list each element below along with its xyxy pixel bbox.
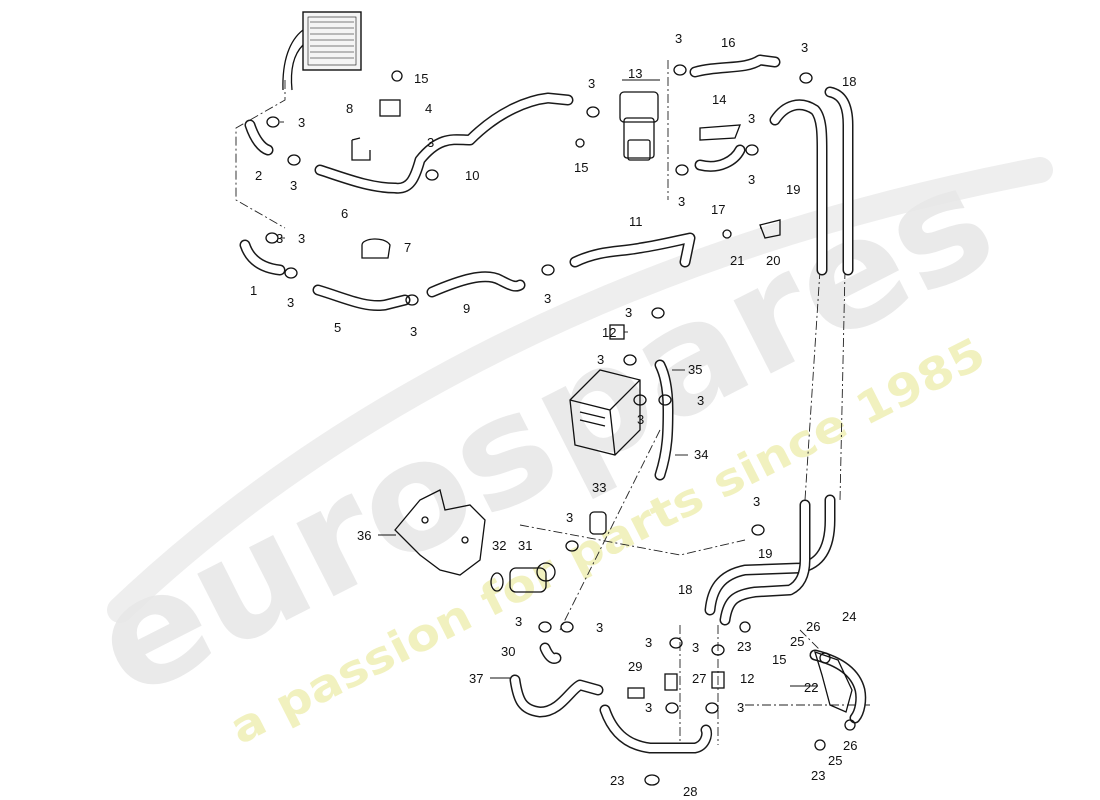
clamps [265, 64, 856, 786]
callout-3: 3 [675, 31, 682, 46]
auxiliary-heater [569, 369, 641, 456]
assembly-line [559, 429, 661, 631]
callout-3: 3 [427, 135, 434, 150]
callout-3: 3 [287, 295, 294, 310]
callout-3: 3 [596, 620, 603, 635]
assembly-line [839, 269, 846, 501]
callout-26: 26 [806, 619, 820, 634]
assembly-line [804, 269, 821, 501]
assembly-line [519, 524, 746, 556]
callout-4: 4 [425, 101, 432, 116]
callout-8: 8 [346, 101, 353, 116]
callout-35: 35 [688, 362, 702, 377]
assembly-lines [235, 60, 870, 745]
leader-lines [280, 79, 818, 687]
callout-3: 3 [697, 393, 704, 408]
callout-17: 17 [711, 202, 725, 217]
valve-13 [619, 91, 659, 161]
callout-3: 3 [678, 194, 685, 209]
callout-3: 3 [637, 412, 644, 427]
callout-3: 3 [645, 700, 652, 715]
callout-29: 29 [628, 659, 642, 674]
callout-13: 13 [628, 66, 642, 81]
callout-9: 9 [463, 301, 470, 316]
callout-27: 27 [692, 671, 706, 686]
callout-18: 18 [842, 74, 856, 89]
callout-20: 20 [766, 253, 780, 268]
callout-30: 30 [501, 644, 515, 659]
callout-12: 12 [602, 325, 616, 340]
callout-28: 28 [683, 784, 697, 799]
callout-3: 3 [298, 115, 305, 130]
callout-3: 3 [410, 324, 417, 339]
callout-34: 34 [694, 447, 708, 462]
callout-3: 3 [801, 40, 808, 55]
callout-12: 12 [740, 671, 754, 686]
assembly-line [799, 629, 821, 651]
assembly-line [235, 80, 286, 229]
callout-3: 3 [597, 352, 604, 367]
callout-3: 3 [515, 614, 522, 629]
callout-23: 23 [610, 773, 624, 788]
callout-18: 18 [678, 582, 692, 597]
watermark-swoosh [107, 157, 1053, 623]
callout-15: 15 [414, 71, 428, 86]
callout-3: 3 [290, 178, 297, 193]
callout-15: 15 [772, 652, 786, 667]
callout-7: 7 [404, 240, 411, 255]
callout-36: 36 [357, 528, 371, 543]
callout-22: 22 [804, 680, 818, 695]
callout-16: 16 [721, 35, 735, 50]
callout-3: 3 [737, 700, 744, 715]
heater-core [282, 11, 362, 91]
callout-3: 3 [692, 640, 699, 655]
callout-10: 10 [465, 168, 479, 183]
callout-1: 1 [250, 283, 257, 298]
callout-2: 2 [255, 168, 262, 183]
callout-25: 25 [790, 634, 804, 649]
callout-19: 19 [758, 546, 772, 561]
callout-32: 32 [492, 538, 506, 553]
hoses [239, 54, 867, 754]
callout-15: 15 [574, 160, 588, 175]
callout-3: 3 [748, 111, 755, 126]
callout-21: 21 [730, 253, 744, 268]
callout-25: 25 [828, 753, 842, 768]
callout-31: 31 [518, 538, 532, 553]
callout-3: 3 [588, 76, 595, 91]
pump-31 [490, 511, 607, 593]
callout-24: 24 [842, 609, 856, 624]
bracket-36 [394, 489, 486, 576]
callout-3: 3 [645, 635, 652, 650]
valve-22 [814, 650, 853, 713]
callout-3: 3 [625, 305, 632, 320]
callout-19: 19 [786, 182, 800, 197]
callout-11: 11 [629, 214, 643, 229]
callout-14: 14 [712, 92, 726, 107]
callout-33: 33 [592, 480, 606, 495]
callout-37: 37 [469, 671, 483, 686]
callout-5: 5 [334, 320, 341, 335]
callout-3: 3 [276, 231, 283, 246]
callout-3: 3 [566, 510, 573, 525]
callout-23: 23 [811, 768, 825, 783]
callout-6: 6 [341, 206, 348, 221]
callout-3: 3 [544, 291, 551, 306]
callout-3: 3 [298, 231, 305, 246]
callout-26: 26 [843, 738, 857, 753]
callout-labels: 1 2 3 3 3 3 3 3 3 3 3 3 3 3 3 3 3 3 3 3 … [250, 31, 857, 799]
callout-3: 3 [753, 494, 760, 509]
callout-3: 3 [748, 172, 755, 187]
callout-23: 23 [737, 639, 751, 654]
